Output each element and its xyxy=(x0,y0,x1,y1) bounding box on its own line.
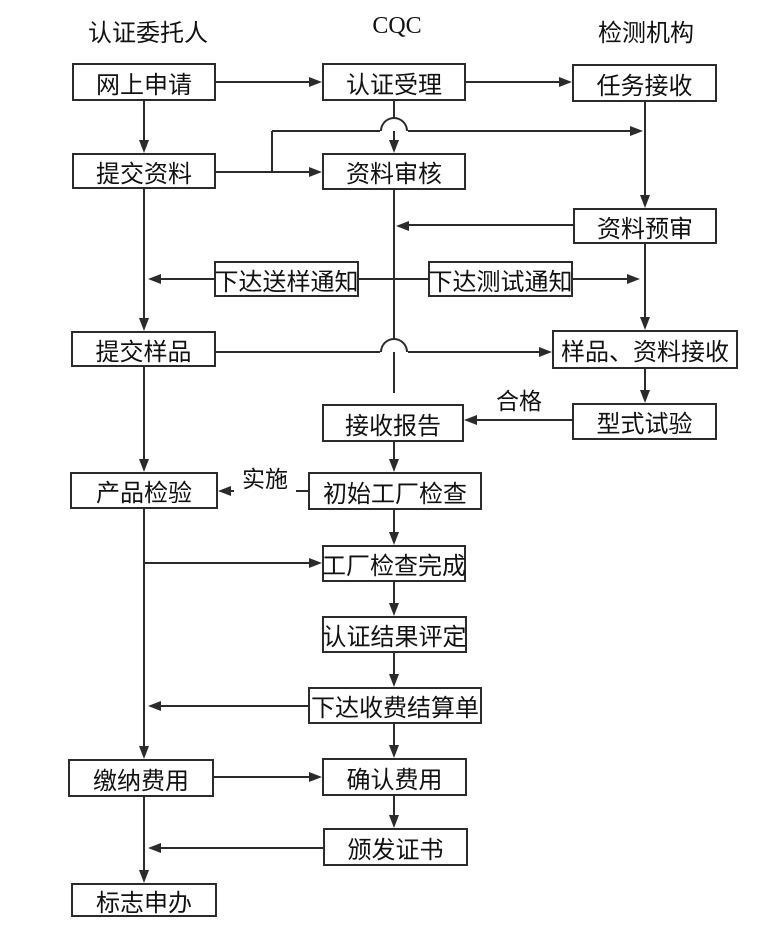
column-header-applicant: 认证委托人 xyxy=(88,21,208,47)
edge-online-apply-to-cert-accept xyxy=(216,81,309,83)
node-cert-result-eval: 认证结果评定 xyxy=(322,616,467,653)
arrowhead-into-product-inspect xyxy=(218,486,231,496)
line-hop-sample xyxy=(380,338,408,352)
node-factory-inspect-done: 工厂检查完成 xyxy=(322,545,466,582)
node-doc-review: 资料审核 xyxy=(322,153,466,190)
arrowhead-sample-into-product-inspect xyxy=(139,459,149,472)
edge-product-inspect-down-rail xyxy=(143,509,145,748)
edge-submit-docs-branch-right-1 xyxy=(272,130,380,132)
edge-label-implement: 实施 xyxy=(234,460,296,494)
edge-pay-fee-to-confirm-fee xyxy=(214,776,309,778)
edge-submit-docs-branch-right-2 xyxy=(408,130,632,132)
arrowhead-into-receive-report xyxy=(464,415,477,425)
arrowhead-into-issue-cert xyxy=(389,815,399,828)
arrowhead-test-notice-right xyxy=(627,274,640,284)
arrowhead-into-fee-statement xyxy=(389,674,399,687)
edge-factory-inspect-to-done xyxy=(393,510,395,534)
arrowhead-into-confirm-fee xyxy=(389,745,399,758)
arrowhead-sample-notice-left xyxy=(148,274,161,284)
edge-doc-review-to-receive-report xyxy=(393,190,395,393)
column-header-cqc: CQC xyxy=(372,13,422,39)
edge-doc-pre-review-to-sample-receive xyxy=(644,244,646,319)
node-doc-pre-review: 资料预审 xyxy=(573,208,717,244)
edge-task-receive-to-doc-pre-review xyxy=(644,102,646,197)
line-hop-top xyxy=(380,117,408,131)
arrowhead-branch-into-right-rail xyxy=(630,126,643,136)
arrowhead-issue-cert-left xyxy=(148,843,161,853)
arrowhead-payfee-into-confirm xyxy=(309,772,322,782)
edge-doc-pre-review-to-doc-review xyxy=(409,224,573,226)
arrowhead-into-submit-docs xyxy=(139,140,149,153)
edge-receive-report-to-factory-inspect xyxy=(393,442,395,461)
edge-type-test-to-receive-report xyxy=(477,419,572,421)
node-mark-apply: 标志申办 xyxy=(71,883,217,917)
edge-notice-rail-middle xyxy=(359,278,428,280)
edge-result-eval-to-fee-statement xyxy=(393,653,395,676)
node-task-receive: 任务接收 xyxy=(572,64,717,102)
arrowhead-into-task-receive xyxy=(559,77,572,87)
node-online-apply: 网上申请 xyxy=(72,63,216,101)
edge-submit-sample-to-sample-receive-1 xyxy=(216,351,380,353)
arrowhead-into-sample-receive xyxy=(640,317,650,330)
node-fee-statement: 下达收费结算单 xyxy=(308,687,482,724)
arrowhead-into-cert-accept xyxy=(309,77,322,87)
edge-done-to-result-eval xyxy=(393,582,395,605)
edge-submit-docs-branch-up xyxy=(271,131,273,172)
node-initial-factory-inspect: 初始工厂检查 xyxy=(308,472,482,510)
edge-branch-to-factory-done xyxy=(144,562,309,564)
node-submit-docs: 提交资料 xyxy=(72,153,216,189)
arrowhead-into-result-eval xyxy=(389,603,399,616)
arrowhead-docs-into-doc-review xyxy=(309,167,322,177)
arrowhead-fee-statement-left xyxy=(148,701,161,711)
arrowhead-inspect-into-done xyxy=(389,532,399,545)
arrowhead-into-factory-inspect xyxy=(389,459,399,472)
edge-sample-receive-to-type-test xyxy=(644,369,646,392)
column-header-testing-org: 检测机构 xyxy=(598,21,694,47)
edge-issue-cert-left xyxy=(161,847,323,849)
node-sample-notice: 下达送样通知 xyxy=(214,261,359,297)
edge-submit-sample-to-sample-receive-2 xyxy=(408,351,539,353)
arrowhead-into-submit-sample xyxy=(139,318,149,331)
arrowhead-into-type-test xyxy=(640,390,650,403)
edge-submit-sample-to-product-inspect xyxy=(143,367,145,461)
edge-online-apply-to-submit-docs xyxy=(143,101,145,142)
arrowhead-into-mark-apply xyxy=(139,870,149,883)
node-sample-doc-receive: 样品、资料接收 xyxy=(552,330,738,369)
arrowhead-pre-review-into-doc-review xyxy=(396,221,409,231)
edge-sample-notice-left xyxy=(161,278,214,280)
edge-confirm-fee-to-issue-cert xyxy=(393,796,395,817)
node-pay-fee: 缴纳费用 xyxy=(68,759,214,797)
edge-fee-statement-to-confirm-fee xyxy=(393,724,395,747)
edge-cert-accept-to-task-receive xyxy=(466,81,559,83)
arrowhead-into-doc-review xyxy=(389,140,399,153)
edge-label-qualified: 合格 xyxy=(488,382,550,416)
node-cert-accept: 认证受理 xyxy=(322,63,466,101)
edge-fee-statement-left xyxy=(161,705,308,707)
node-issue-cert: 颁发证书 xyxy=(323,828,468,866)
edge-test-notice-right xyxy=(573,278,629,280)
arrowhead-into-doc-pre-review xyxy=(640,195,650,208)
node-confirm-fee: 确认费用 xyxy=(322,758,467,796)
arrowhead-into-pay-fee xyxy=(139,746,149,759)
edge-pay-fee-to-mark-apply xyxy=(143,797,145,872)
arrowhead-sample-into-receive xyxy=(539,347,552,357)
node-submit-sample: 提交样品 xyxy=(71,331,216,367)
node-test-notice: 下达测试通知 xyxy=(428,261,573,297)
node-receive-report: 接收报告 xyxy=(322,404,464,442)
arrowhead-into-factory-done xyxy=(309,558,322,568)
node-type-test: 型式试验 xyxy=(572,403,717,440)
edge-submit-docs-to-doc-review xyxy=(216,171,309,173)
edge-submit-docs-to-submit-sample xyxy=(143,189,145,320)
node-product-inspect: 产品检验 xyxy=(70,472,218,509)
